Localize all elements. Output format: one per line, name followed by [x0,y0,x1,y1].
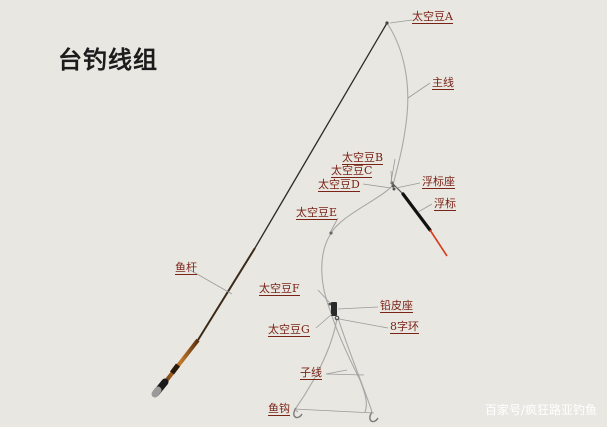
watermark: 百家号/疯狂路亚钓鱼 [484,403,597,417]
label-bean-b: 太空豆B [342,151,384,165]
label-lead-seat: 铅皮座 [380,299,413,313]
label-main-line: 主线 [432,76,454,90]
bean-f-icon [328,302,332,306]
rod-tip [254,22,388,249]
float-tip [429,229,448,257]
rod-butt [161,338,200,387]
rod-mid [197,247,256,341]
rod-cap [151,386,162,398]
label-bean-e: 太空豆E [296,206,338,220]
hook-right-icon [369,411,379,423]
label-swivel: 8字环 [390,320,419,334]
sub-line-right [337,317,373,413]
label-sub-line: 子线 [300,366,322,380]
diagram-title: 台钓线组 [58,46,158,74]
lead-seat-icon [331,302,337,316]
sub-line-left [295,317,338,409]
label-bean-c: 太空豆C [331,164,373,178]
label-float: 浮标 [434,197,456,211]
label-bean-f: 太空豆F [259,282,300,296]
label-bean-a: 太空豆A [412,10,453,24]
bean-c-icon [391,184,395,188]
float-body-icon [401,192,432,232]
bean-e-icon [329,231,333,235]
label-bean-d: 太空豆D [318,178,360,192]
label-rod: 鱼杆 [175,261,197,275]
bean-a-icon [385,21,389,25]
bean-d-icon [392,187,396,191]
pointer-lines [189,19,433,414]
rod-band-1 [170,363,180,375]
float-stem [392,183,404,195]
label-float-seat: 浮标座 [422,175,455,189]
swivel-icon [334,315,340,321]
label-bean-g: 太空豆G [268,323,310,337]
label-hook: 鱼钩 [268,402,290,416]
